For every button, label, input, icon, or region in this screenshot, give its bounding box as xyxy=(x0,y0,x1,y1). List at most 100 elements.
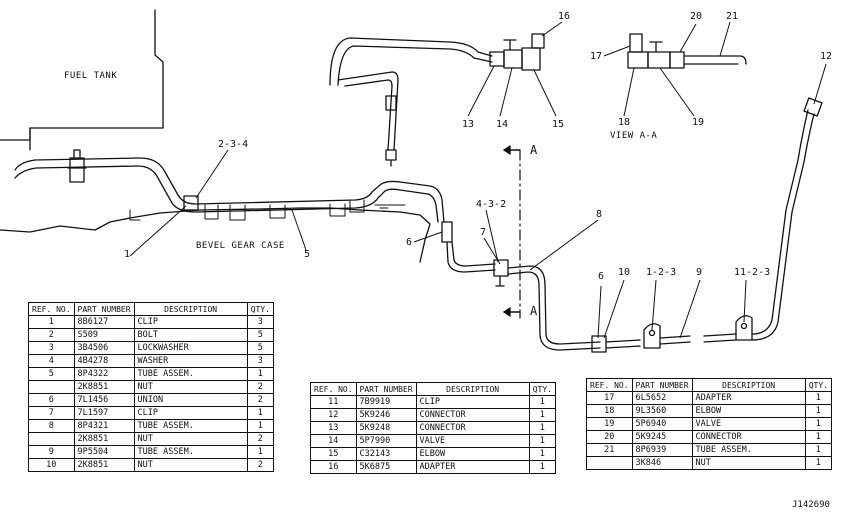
callout-14: 14 xyxy=(496,119,509,130)
description-cell: CONNECTOR xyxy=(415,408,530,422)
leader-11-2-3 xyxy=(743,279,747,323)
section-a-bottom-label: A xyxy=(530,304,538,318)
description-cell: TUBE ASSEM. xyxy=(133,367,248,381)
description-cell: BOLT xyxy=(133,328,248,342)
callout-6b: 6 xyxy=(598,271,605,282)
leader-1-2-3 xyxy=(651,279,657,331)
leader-2-3-4 xyxy=(195,149,229,199)
description-cell: LOCKWASHER xyxy=(133,341,248,355)
inset-tube-upper xyxy=(329,37,493,86)
header-desc: DESCRIPTION xyxy=(415,382,530,396)
ref-cell: 14 xyxy=(310,434,357,448)
leader-20 xyxy=(679,23,697,53)
callout-20: 20 xyxy=(690,11,703,22)
inset-tube-down xyxy=(337,71,399,151)
ref-cell: 10 xyxy=(28,458,75,472)
part-number-cell: 5K9246 xyxy=(355,408,417,422)
tube-21 xyxy=(683,55,747,65)
callout-12: 12 xyxy=(820,51,833,62)
part-number-cell: 7L1597 xyxy=(73,406,135,420)
ref-cell: 6 xyxy=(28,393,75,407)
table-header-row: REF. NO. PART NUMBER DESCRIPTION QTY. xyxy=(28,302,275,316)
qty-cell: 2 xyxy=(246,458,275,472)
ref-cell: 16 xyxy=(310,460,357,474)
part-number-cell: C32143 xyxy=(355,447,417,461)
part-number-cell: 2K8851 xyxy=(73,380,135,394)
part-number-cell: 5P6940 xyxy=(631,417,693,431)
leader-12 xyxy=(813,63,827,105)
callout-10: 10 xyxy=(618,267,631,278)
table-header-row: REF. NO. PART NUMBER DESCRIPTION QTY. xyxy=(310,382,557,396)
header-part: PART NUMBER xyxy=(73,302,135,316)
ref-cell: 13 xyxy=(310,421,357,435)
leader-13 xyxy=(467,65,495,117)
ref-cell xyxy=(28,380,75,394)
qty-cell: 1 xyxy=(246,406,275,420)
fuel-tank-label: FUEL TANK xyxy=(64,71,118,81)
bevel-gear-case-label: BEVEL GEAR CASE xyxy=(196,241,285,251)
description-cell: NUT xyxy=(691,456,806,470)
qty-cell: 1 xyxy=(246,419,275,433)
callout-18: 18 xyxy=(618,117,631,128)
tube-8 xyxy=(507,265,601,345)
connector-20 xyxy=(669,51,685,69)
ref-cell xyxy=(28,432,75,446)
ref-cell: 5 xyxy=(28,367,75,381)
ref-cell xyxy=(586,456,633,470)
leader-10 xyxy=(603,279,625,339)
ref-cell: 21 xyxy=(586,443,633,457)
leader-15 xyxy=(533,69,557,117)
leader-19 xyxy=(659,67,695,117)
ref-cell: 15 xyxy=(310,447,357,461)
inset-fitting-lower xyxy=(385,95,397,111)
section-a-top-label: A xyxy=(530,143,538,157)
part-number-cell: 8B6127 xyxy=(73,315,135,329)
callout-9: 9 xyxy=(696,267,703,278)
callout-2-3-4: 2-3-4 xyxy=(218,139,249,150)
ref-cell: 4 xyxy=(28,354,75,368)
qty-cell: 1 xyxy=(804,430,833,444)
drawing-number: J142690 xyxy=(792,500,830,510)
description-cell: ADAPTER xyxy=(415,460,530,474)
bevel-gear-case-outline xyxy=(0,207,431,263)
qty-cell: 1 xyxy=(804,417,833,431)
qty-cell: 1 xyxy=(246,367,275,381)
qty-cell: 1 xyxy=(528,434,557,448)
callout-19: 19 xyxy=(692,117,705,128)
description-cell: NUT xyxy=(133,458,248,472)
part-number-cell: 3B4506 xyxy=(73,341,135,355)
clip-11-2-3 xyxy=(735,315,753,341)
ref-cell: 2 xyxy=(28,328,75,342)
connector-13 xyxy=(489,51,505,67)
part-number-cell: 2K8851 xyxy=(73,432,135,446)
main-supply-tube-inner xyxy=(14,165,439,223)
qty-cell: 3 xyxy=(246,354,275,368)
leader-6b xyxy=(597,285,602,339)
leader-17 xyxy=(603,45,631,57)
valve-7 xyxy=(493,259,509,277)
ref-cell: 20 xyxy=(586,430,633,444)
elbow-18 xyxy=(627,51,649,69)
part-number-cell: 5K9248 xyxy=(355,421,417,435)
ref-cell: 1 xyxy=(28,315,75,329)
valve-14 xyxy=(503,49,523,69)
tube-to-valve-7 xyxy=(446,241,496,273)
header-qty: QTY. xyxy=(246,302,275,316)
description-cell: UNION xyxy=(133,393,248,407)
view-aa-label: VIEW A-A xyxy=(610,131,658,141)
tube-12 xyxy=(751,109,809,335)
callout-4-3-2: 4-3-2 xyxy=(476,199,507,210)
header-qty: QTY. xyxy=(528,382,557,396)
qty-cell: 1 xyxy=(528,460,557,474)
part-number-cell: 5P7990 xyxy=(355,434,417,448)
leader-16 xyxy=(541,21,563,37)
part-number-cell: 8P6939 xyxy=(631,443,693,457)
